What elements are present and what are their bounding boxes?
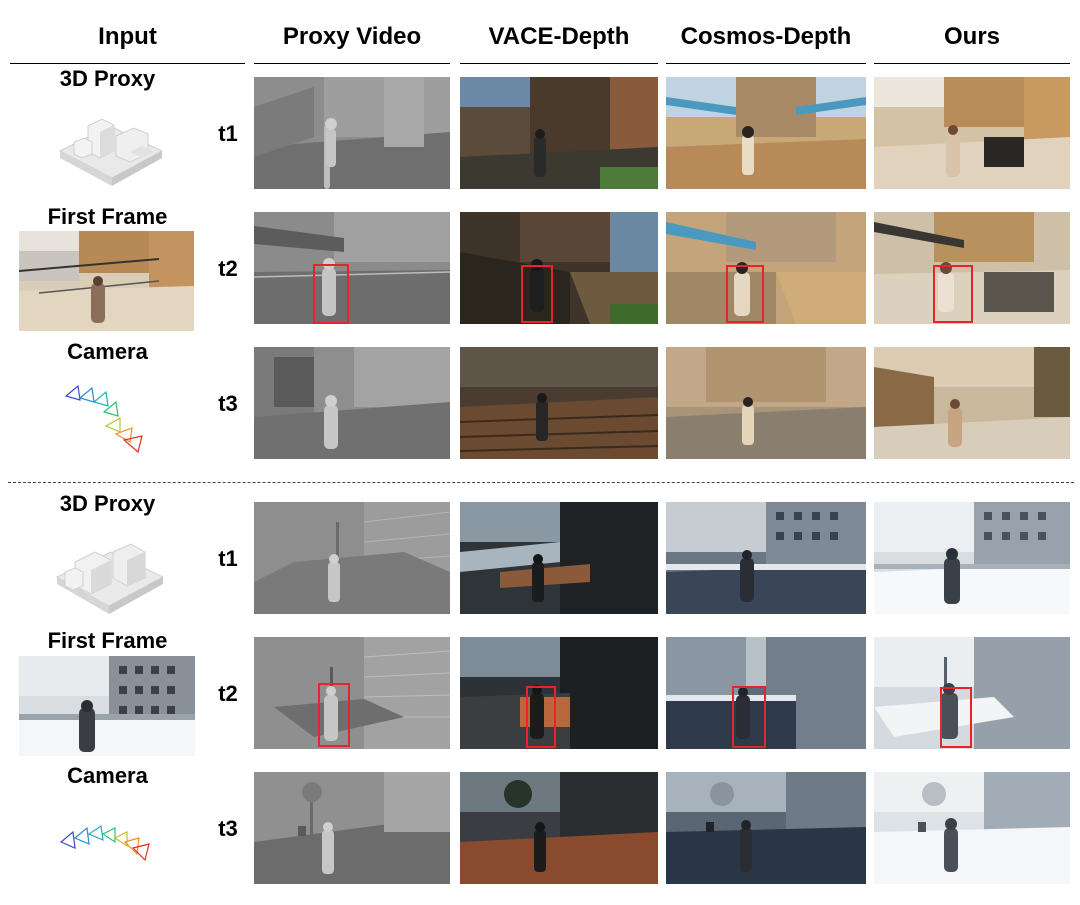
vace-frame-t2 (460, 637, 658, 749)
highlight-box-proxy (318, 683, 350, 747)
time-label-t2: t2 (218, 256, 238, 281)
highlight-box-vace (526, 686, 556, 748)
vace-frame-t1 (460, 77, 658, 189)
label-camera: Camera (67, 763, 148, 788)
cosmos-frame-t3 (666, 347, 866, 459)
vace-frame-t3 (460, 347, 658, 459)
vace-frame-t1 (460, 502, 658, 614)
vace-frame-t2 (460, 212, 658, 324)
label-3d-proxy: 3D Proxy (59, 66, 156, 91)
header-ours: Ours (943, 23, 1000, 50)
proxy-frame-t3 (254, 772, 450, 884)
proxy-frame-t3 (254, 347, 450, 459)
highlight-box-proxy (313, 264, 349, 324)
label-3d-proxy: 3D Proxy (59, 491, 156, 516)
header-cosmos-depth: Cosmos-Depth (680, 23, 852, 50)
header-vace-depth: VACE-Depth (488, 23, 630, 50)
label-first-frame: First Frame (47, 204, 168, 229)
time-label-t3: t3 (218, 391, 238, 416)
header-underline (666, 63, 866, 64)
first-frame-image (19, 231, 194, 331)
ours-frame-t1 (874, 502, 1070, 614)
camera-trajectory-icon (60, 378, 160, 458)
cosmos-frame-t3 (666, 772, 866, 884)
ours-frame-t3 (874, 772, 1070, 884)
ours-frame-t1 (874, 77, 1070, 189)
cosmos-frame-t2 (666, 212, 866, 324)
vace-frame-t3 (460, 772, 658, 884)
first-frame-image (19, 656, 195, 756)
proxy-frame-t2 (254, 212, 450, 324)
group-divider (8, 482, 1074, 483)
label-first-frame: First Frame (47, 628, 168, 653)
ours-frame-t3 (874, 347, 1070, 459)
time-label-t1: t1 (218, 121, 238, 146)
cosmos-frame-t1 (666, 77, 866, 189)
header-input: Input (98, 23, 157, 50)
header-underline (460, 63, 658, 64)
ours-frame-t2 (874, 637, 1070, 749)
highlight-box-cosmos (726, 265, 764, 323)
proxy-frame-t2 (254, 637, 450, 749)
highlight-box-ours (940, 687, 972, 748)
header-proxy-video: Proxy Video (282, 23, 422, 50)
time-label-t3: t3 (218, 816, 238, 841)
label-camera: Camera (67, 339, 148, 364)
header-underline (10, 63, 245, 64)
proxy-model-thumbnail (45, 522, 170, 627)
header-underline (874, 63, 1070, 64)
proxy-model-thumbnail (50, 96, 170, 196)
header-underline (254, 63, 450, 64)
proxy-frame-t1 (254, 77, 450, 189)
highlight-box-ours (933, 265, 973, 323)
highlight-box-vace (521, 265, 553, 323)
highlight-box-cosmos (732, 686, 766, 748)
time-label-t2: t2 (218, 681, 238, 706)
cosmos-frame-t2 (666, 637, 866, 749)
time-label-t1: t1 (218, 546, 238, 571)
camera-trajectory-icon (55, 812, 155, 872)
cosmos-frame-t1 (666, 502, 866, 614)
proxy-frame-t1 (254, 502, 450, 614)
